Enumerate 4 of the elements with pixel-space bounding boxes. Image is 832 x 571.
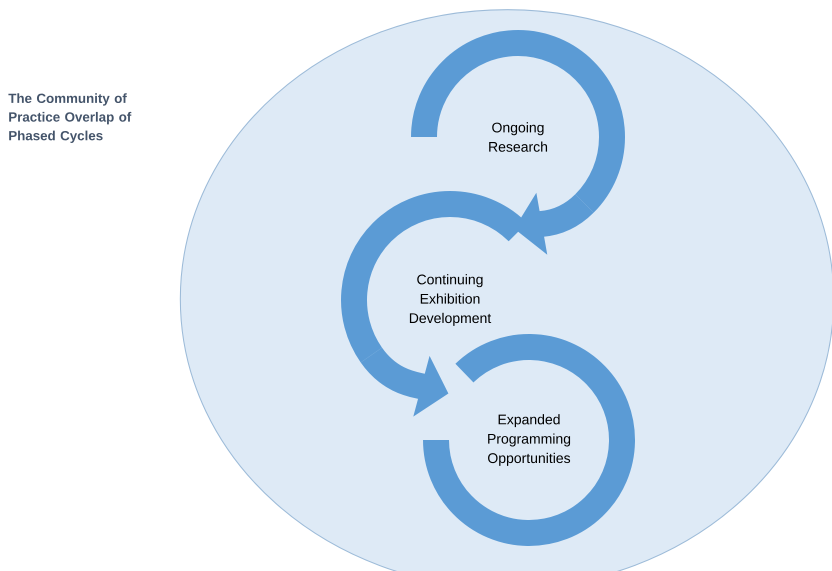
- cycle-band: Expanded Programming Opportunities: [423, 334, 635, 546]
- title: The Community of Practice Overlap of Phased Cycles: [8, 93, 132, 143]
- background-ellipse: [180, 9, 832, 571]
- cycle-band: Ongoing Research: [411, 30, 625, 212]
